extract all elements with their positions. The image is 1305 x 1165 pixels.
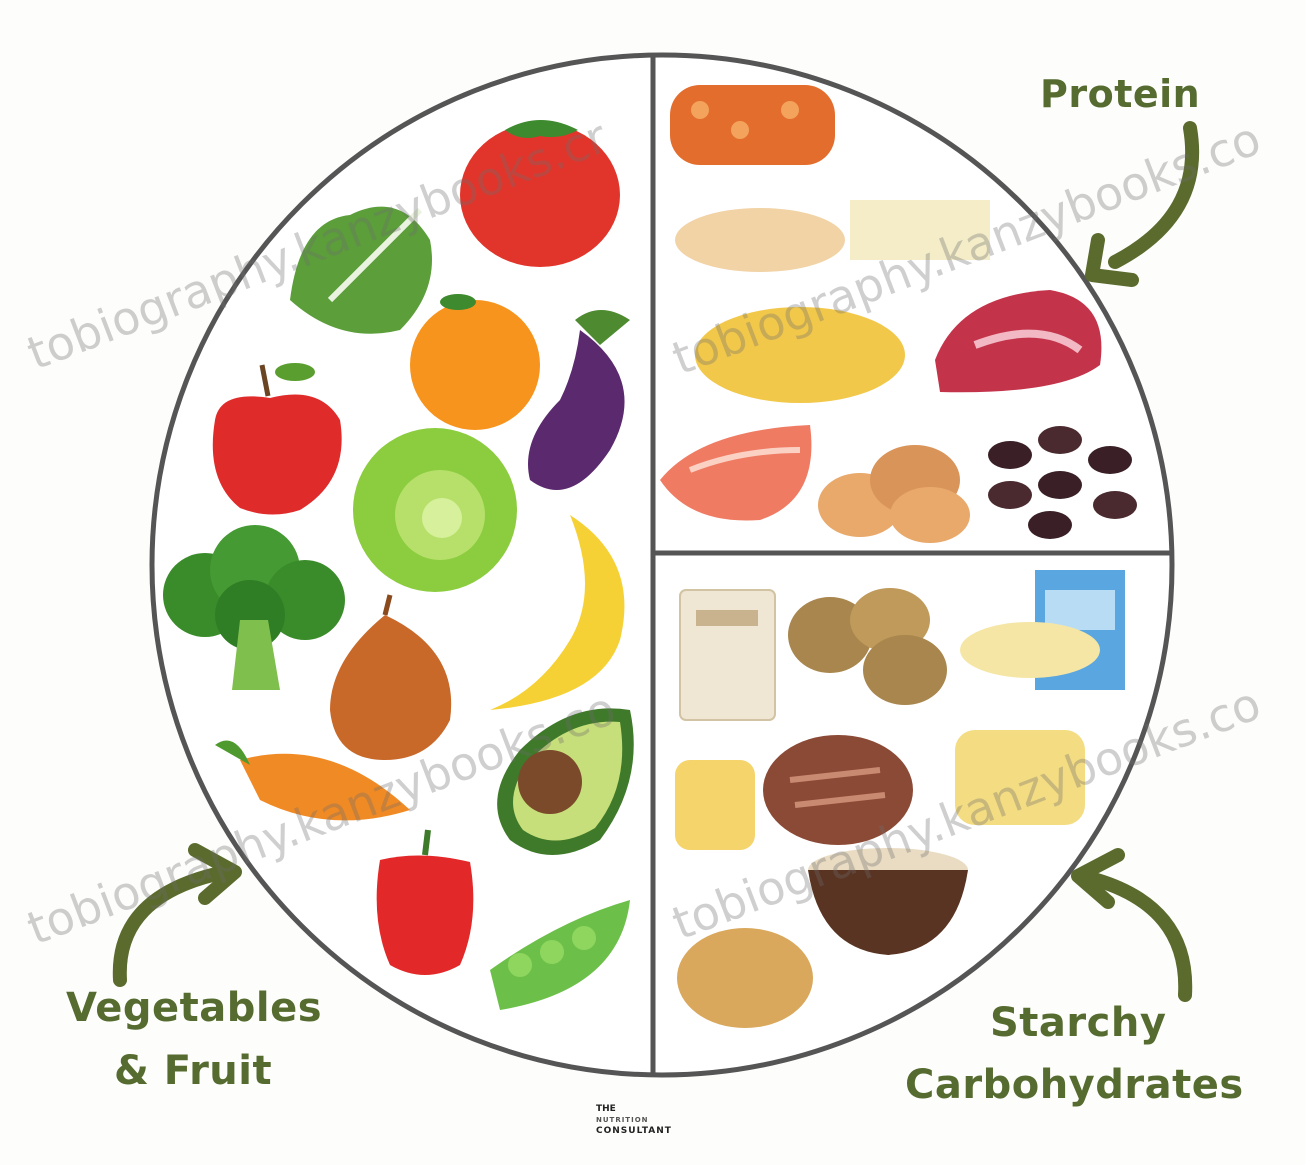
brand-logo-line1: THE (596, 1104, 726, 1115)
cereal-bowl-icon (960, 622, 1100, 678)
tofu-icon (850, 200, 990, 260)
granola-icon (677, 928, 813, 1028)
protein-label: Protein (1040, 72, 1200, 116)
starchy-arrow-icon (1078, 855, 1185, 995)
chicken-icon (675, 208, 845, 272)
fusilli-pasta-icon (955, 730, 1085, 825)
brand-logo: THE NUTRITION CONSULTANT (596, 1104, 726, 1137)
vegetables-arrow-icon (120, 850, 235, 980)
starchy-label-line1: Starchy (990, 1000, 1166, 1046)
brand-logo-line3: CONSULTANT (596, 1126, 726, 1137)
vegetables-label-line1: Vegetables (66, 985, 322, 1031)
starchy-label-line2: Carbohydrates (905, 1062, 1244, 1108)
cabbage-icon (353, 428, 517, 592)
vegetables-label-line2: & Fruit (114, 1048, 272, 1094)
baked-beans-icon (670, 85, 835, 165)
bread-loaf-icon (763, 735, 913, 845)
protein-arrow-icon (1092, 128, 1192, 280)
oats-bag-icon (680, 590, 775, 720)
chickpeas-icon (695, 307, 905, 403)
brand-logo-line2: NUTRITION (596, 1115, 726, 1126)
pasta-icon (675, 760, 755, 850)
